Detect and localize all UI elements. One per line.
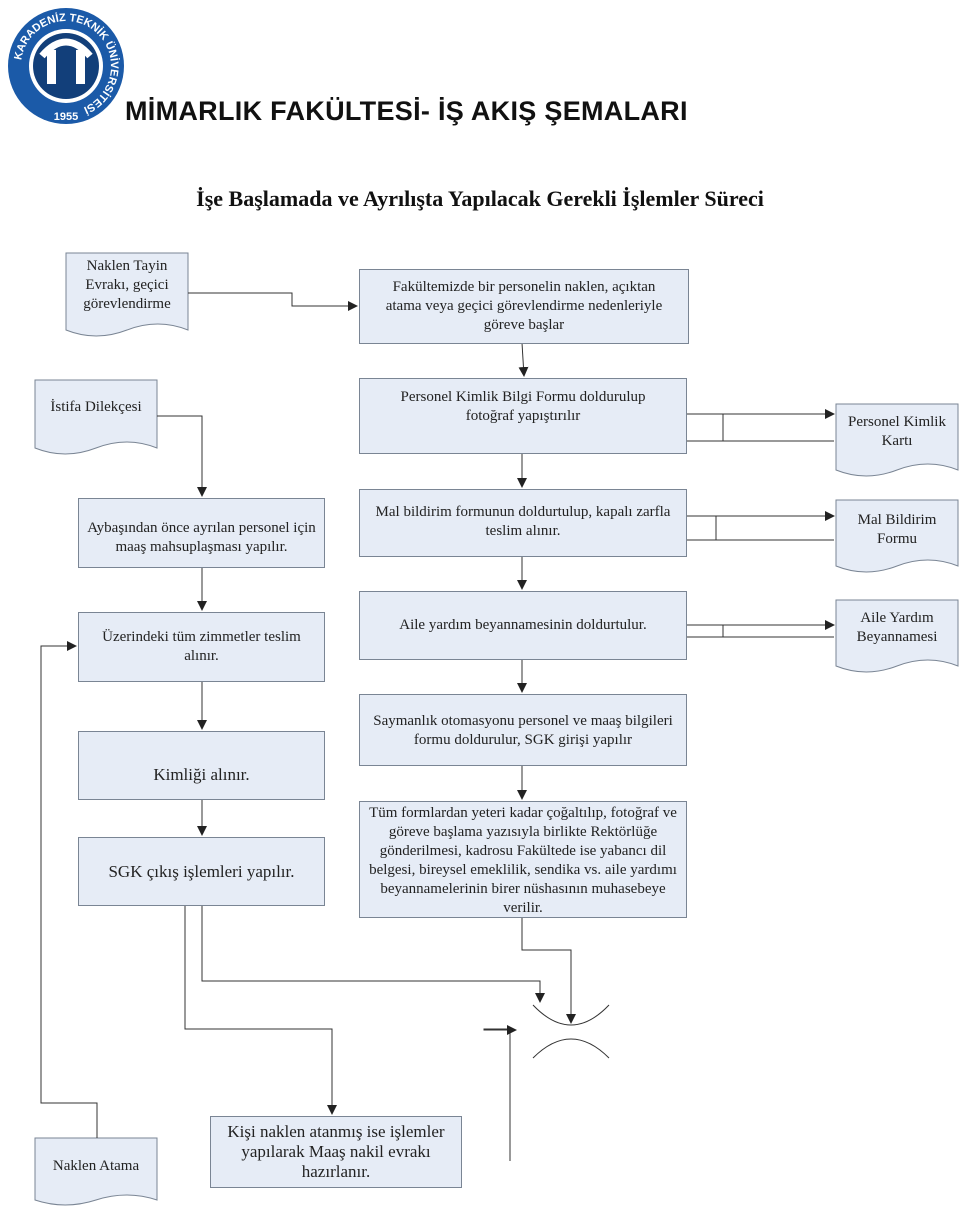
step-saymanlik: Saymanlık otomasyonu personel ve maaş bi… xyxy=(359,694,687,766)
university-logo: KARADENİZ TEKNİK ÜNİVERSİTESİ 1955 xyxy=(8,8,124,124)
step-mal-bildirim: Mal bildirim formunun doldurtulup, kapal… xyxy=(359,489,687,557)
document-shape-mal-bildirim xyxy=(835,499,959,573)
step-sgk-cikis: SGK çıkış işlemleri yapılır. xyxy=(78,837,325,906)
step-maas-nakil: Kişi naklen atanmış ise işlemler yapılar… xyxy=(210,1116,462,1188)
document-istifa: İstifa Dilekçesi xyxy=(50,399,142,415)
document-naklen-tayin: Naklen Tayin Evrakı, geçici görevlendirm… xyxy=(83,258,171,312)
process-subtitle: İşe Başlamada ve Ayrılışta Yapılacak Ger… xyxy=(196,186,764,211)
document-aile-yardim: Aile Yardım Beyannamesi xyxy=(856,610,938,645)
merge-arc-lower xyxy=(532,1038,610,1059)
merge-arc-upper xyxy=(532,1004,610,1026)
document-shape-istifa xyxy=(34,379,158,455)
document-naklen-atama: Naklen Atama xyxy=(52,1158,140,1174)
document-shape-aile-yardim xyxy=(835,599,959,673)
step-maas-mahsuplasma: Aybaşından önce ayrılan personel için ma… xyxy=(78,498,325,568)
document-shape-kimlik-karti xyxy=(835,403,959,477)
document-mal-bildirim: Mal Bildirim Formu xyxy=(857,512,937,547)
step-aile-yardim: Aile yardım beyannamesinin doldurtulur. xyxy=(359,591,687,660)
page-title: MİMARLIK FAKÜLTESİ- İŞ AKIŞ ŞEMALARI xyxy=(125,96,688,126)
step-kimlik-formu: Personel Kimlik Bilgi Formu doldurulup f… xyxy=(359,378,687,454)
document-shape-naklen-tayin xyxy=(65,252,189,337)
step-zimmetler: Üzerindeki tüm zimmetler teslim alınır. xyxy=(78,612,325,682)
step-kimlik-alinir: Kimliği alınır. xyxy=(78,731,325,800)
document-shape-naklen-atama xyxy=(34,1137,158,1206)
logo-year: 1955 xyxy=(54,111,78,123)
step-goreve-baslar: Fakültemizde bir personelin naklen, açık… xyxy=(359,269,689,344)
step-tum-formlar: Tüm formlardan yeteri kadar çoğaltılıp, … xyxy=(359,801,687,918)
document-kimlik-karti: Personel Kimlik Kartı xyxy=(848,414,946,449)
